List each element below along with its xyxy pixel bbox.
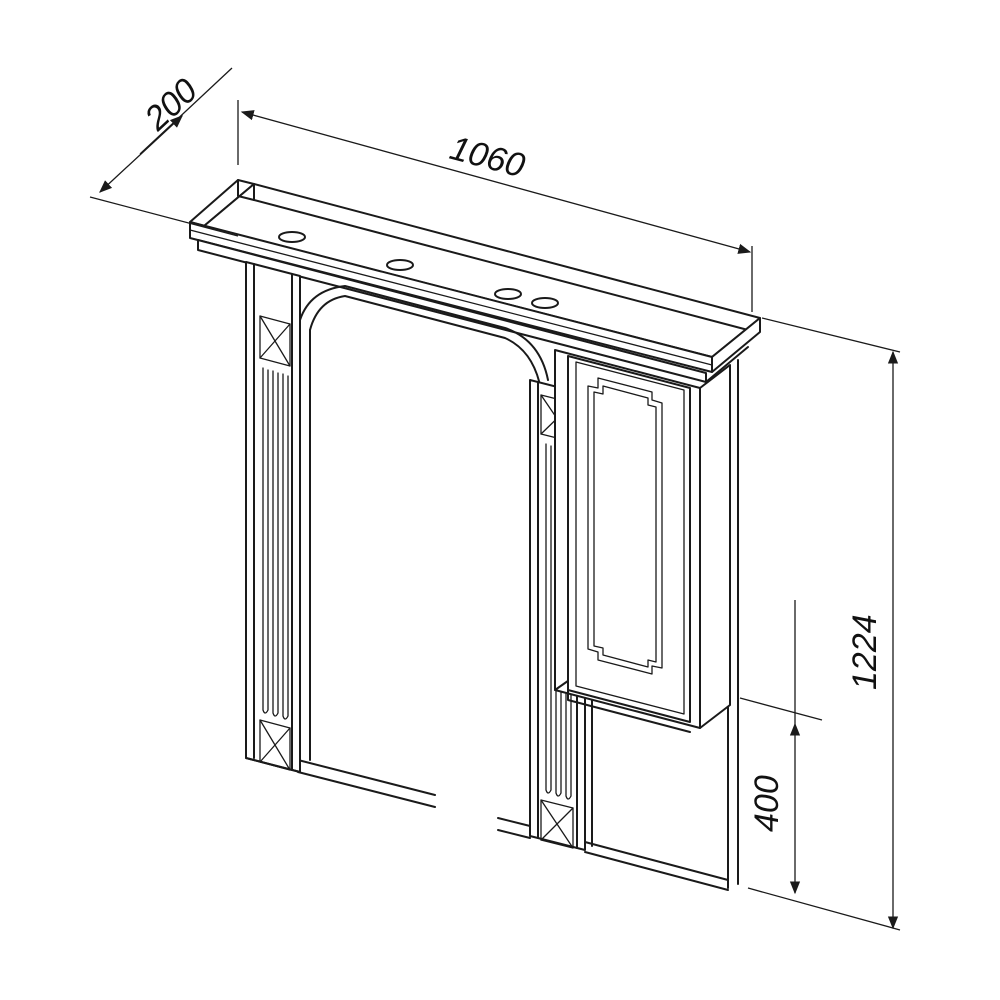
height-label: 1224 xyxy=(846,614,884,690)
light-1 xyxy=(278,231,306,243)
light-2 xyxy=(386,259,414,271)
cabinet-door xyxy=(567,355,691,723)
light-3 xyxy=(494,288,522,300)
width-label: 1060 xyxy=(446,129,529,185)
wall-cabinet xyxy=(554,349,731,733)
dimension-cabinet-bottom: 400 xyxy=(739,600,823,895)
depth-label: 200 xyxy=(137,71,205,138)
dimension-height: 1224 xyxy=(747,317,901,931)
left-pilaster xyxy=(245,261,301,773)
light-4 xyxy=(531,297,559,309)
mirror-panel xyxy=(297,285,549,808)
cabinet-bottom-label: 400 xyxy=(748,775,786,832)
